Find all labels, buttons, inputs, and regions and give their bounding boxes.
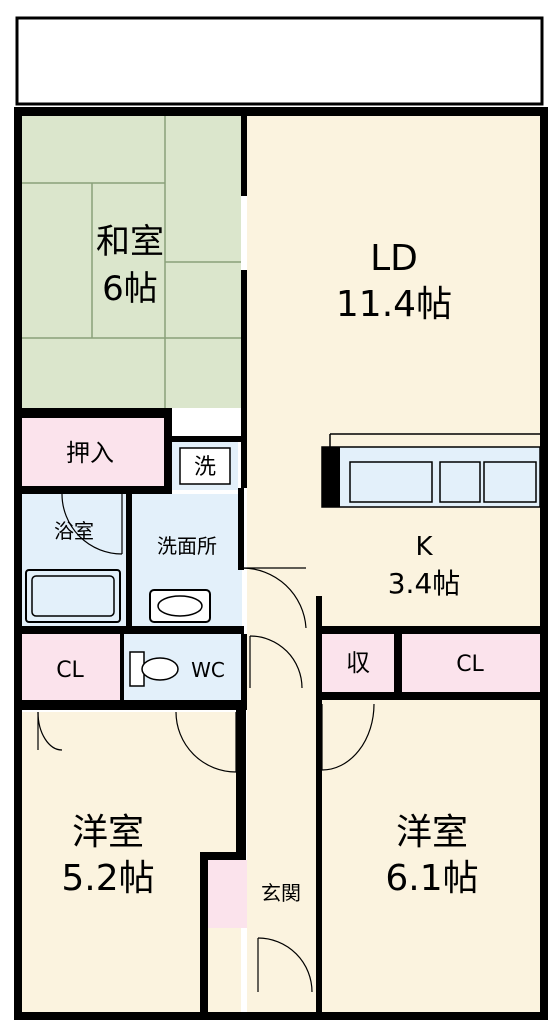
- yoshitsu-right-name: 洋室: [396, 812, 468, 853]
- ld-floor: [247, 116, 540, 628]
- washbasin: [149, 589, 211, 623]
- bathtub-inner: [31, 575, 115, 617]
- washitsu-size: 6帖: [102, 269, 158, 309]
- toilet-bowl: [141, 657, 179, 681]
- shu-label: 収: [346, 649, 370, 677]
- washitsu-name: 和室: [96, 222, 164, 262]
- yoshitsu-right-floor: [322, 700, 540, 1012]
- walls: [14, 107, 548, 1020]
- bathtub: [25, 569, 121, 623]
- genkan-step: [207, 860, 247, 928]
- yoshitsu-left-size: 5.2帖: [61, 858, 154, 899]
- oshiire-label: 押入: [66, 439, 114, 467]
- ld-size: 11.4帖: [336, 284, 452, 325]
- balcony: [15, 16, 544, 106]
- cl-left-label: CL: [56, 658, 84, 683]
- washer-pan: [179, 447, 231, 485]
- kitchen-size: 3.4帖: [388, 567, 461, 600]
- door-swings: [37, 493, 375, 993]
- yoshitsu-left-name: 洋室: [72, 812, 144, 853]
- cl-right-floor: [402, 634, 540, 692]
- senmenjo-label: 洗面所: [157, 534, 217, 558]
- kitchen-name: K: [415, 532, 433, 562]
- oshiire-floor: [22, 418, 164, 486]
- corridor-floor: [247, 628, 317, 1012]
- cl-right-label: CL: [456, 652, 484, 677]
- genkan-label: 玄関: [261, 881, 301, 905]
- kitchen-counter: [321, 433, 541, 508]
- cl-left-floor: [22, 634, 120, 700]
- tatami-lines: [22, 116, 241, 408]
- yokushitsu-label: 浴室: [54, 519, 94, 543]
- washbasin-bowl: [157, 595, 203, 617]
- wc-label: WC: [191, 658, 225, 682]
- shu-floor: [322, 634, 394, 692]
- yoshitsu-right-size: 6.1帖: [385, 858, 478, 899]
- ld-name: LD: [370, 238, 418, 279]
- sentaku-label: 洗: [194, 455, 216, 480]
